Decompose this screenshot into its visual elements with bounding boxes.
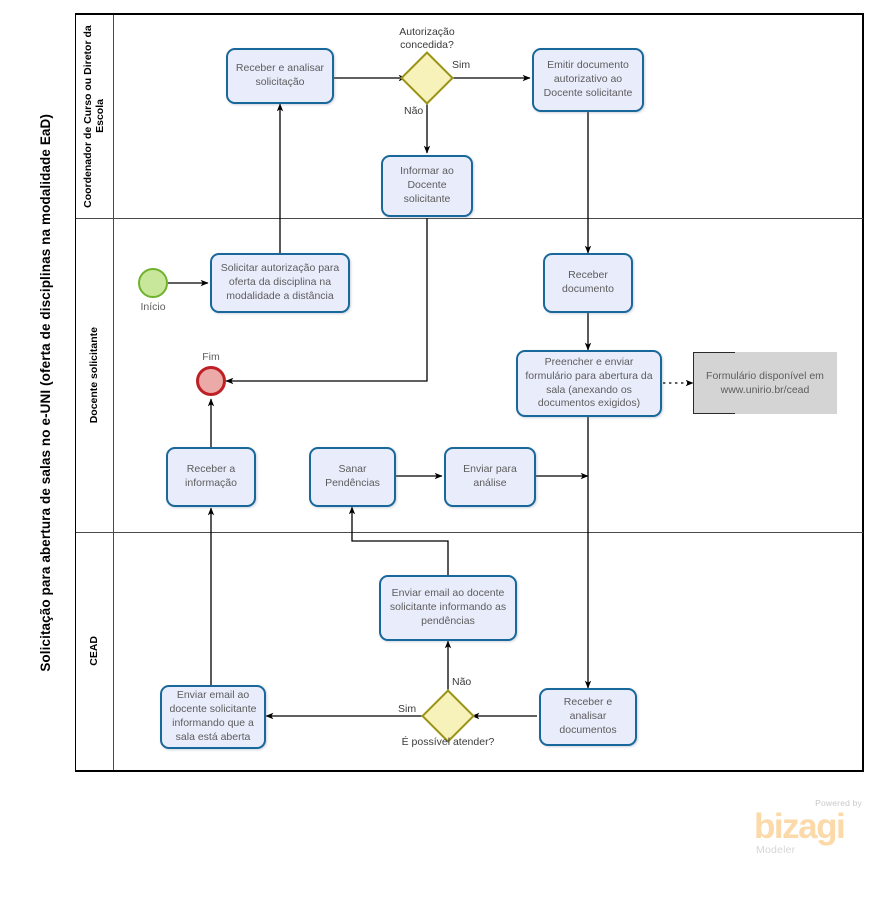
task-informar-docente[interactable]: Informar ao Docente solicitante xyxy=(381,155,473,217)
task-receber-analisar-solicitacao[interactable]: Receber e analisar solicitação xyxy=(226,48,334,104)
bizagi-logo: Powered by bizagi Modeler xyxy=(748,798,864,860)
task-label: Preencher e enviar formulário para abert… xyxy=(525,355,653,410)
task-label: Receber e analisar solicitação xyxy=(235,62,325,88)
flow-label-sim-autorizacao: Sim xyxy=(452,59,470,71)
task-emitir-documento[interactable]: Emitir documento autorizativo ao Docente… xyxy=(532,48,644,112)
end-event-label: Fim xyxy=(181,351,241,363)
task-enviar-email-sala-aberta[interactable]: Enviar email ao docente solicitante info… xyxy=(160,685,266,749)
task-label: Receber a informação xyxy=(185,463,237,489)
start-event-label-text: Início xyxy=(140,301,166,313)
start-event-inicio[interactable] xyxy=(138,268,168,298)
gateway-possivel-atender-label: É possível atender? xyxy=(388,736,508,749)
flow-label-nao-autorizacao: Não xyxy=(404,105,423,117)
logo-product-text: Modeler xyxy=(756,844,796,856)
lane-divider-2 xyxy=(76,532,863,533)
flow-label-text: Sim xyxy=(398,703,417,715)
flow-label-text: Sim xyxy=(452,59,471,71)
task-label: Receber e analisar documentos xyxy=(559,696,617,736)
pool-title: Solicitação para abertura de salas no e-… xyxy=(16,13,76,772)
flow-label-text: Não xyxy=(452,676,472,688)
lane-header-coordenador: Coordenador de Curso ou Diretor da Escol… xyxy=(76,15,114,218)
flow-label-text: Não xyxy=(404,105,424,117)
flow-label-sim-atender: Sim xyxy=(398,703,416,715)
task-enviar-email-pendencias[interactable]: Enviar email ao docente solicitante info… xyxy=(379,575,517,641)
task-solicitar-autorizacao[interactable]: Solicitar autorização para oferta da dis… xyxy=(210,253,350,313)
annotation-text: Formulário disponível em www.unirio.br/c… xyxy=(706,369,824,396)
gateway-autorizacao-label: Autorização concedida? xyxy=(379,26,475,52)
end-event-label-text: Fim xyxy=(202,351,220,363)
gateway-possivel-atender[interactable] xyxy=(421,689,475,743)
pool-title-label: Solicitação para abertura de salas no e-… xyxy=(38,113,53,672)
task-label: Informar ao Docente solicitante xyxy=(400,165,454,205)
lane-header-cead: CEAD xyxy=(76,532,114,770)
task-label: Emitir documento autorizativo ao Docente… xyxy=(543,59,633,99)
annotation-bracket xyxy=(693,352,694,414)
task-enviar-para-analise[interactable]: Enviar para análise xyxy=(444,447,536,507)
lane-divider-1 xyxy=(76,218,863,219)
start-event-label: Início xyxy=(123,301,183,313)
lane-label-cead: CEAD xyxy=(88,636,101,666)
lane-header-docente: Docente solicitante xyxy=(76,218,114,532)
annotation-formulario: Formulário disponível em www.unirio.br/c… xyxy=(693,352,837,414)
task-sanar-pendencias[interactable]: Sanar Pendências xyxy=(309,447,396,507)
task-label: Enviar email ao docente solicitante info… xyxy=(389,587,507,627)
task-label: Enviar email ao docente solicitante info… xyxy=(169,689,257,743)
task-receber-documento[interactable]: Receber documento xyxy=(543,253,633,313)
lane-label-docente: Docente solicitante xyxy=(88,326,101,424)
flow-label-nao-atender: Não xyxy=(452,676,471,688)
task-label: Solicitar autorização para oferta da dis… xyxy=(220,262,340,302)
gateway-autorizacao-wrap xyxy=(400,51,454,105)
task-label: Sanar Pendências xyxy=(325,463,380,489)
lane-label-coordenador: Coordenador de Curso ou Diretor da Escol… xyxy=(82,25,107,208)
gateway-label-text: É possível atender? xyxy=(401,736,495,748)
task-receber-analisar-documentos[interactable]: Receber e analisar documentos xyxy=(539,688,637,746)
task-label: Enviar para análise xyxy=(463,463,517,489)
task-label: Receber documento xyxy=(562,269,614,295)
gateway-possivel-atender-wrap xyxy=(421,689,475,743)
task-receber-informacao[interactable]: Receber a informação xyxy=(166,447,256,507)
end-event-fim[interactable] xyxy=(196,366,226,396)
task-preencher-enviar-formulario[interactable]: Preencher e enviar formulário para abert… xyxy=(516,350,662,417)
logo-brand-text: bizagi xyxy=(754,807,846,846)
gateway-label-text: Autorização concedida? xyxy=(399,26,455,52)
gateway-autorizacao[interactable] xyxy=(400,51,454,105)
logo-powered-by-text: Powered by xyxy=(815,798,862,808)
